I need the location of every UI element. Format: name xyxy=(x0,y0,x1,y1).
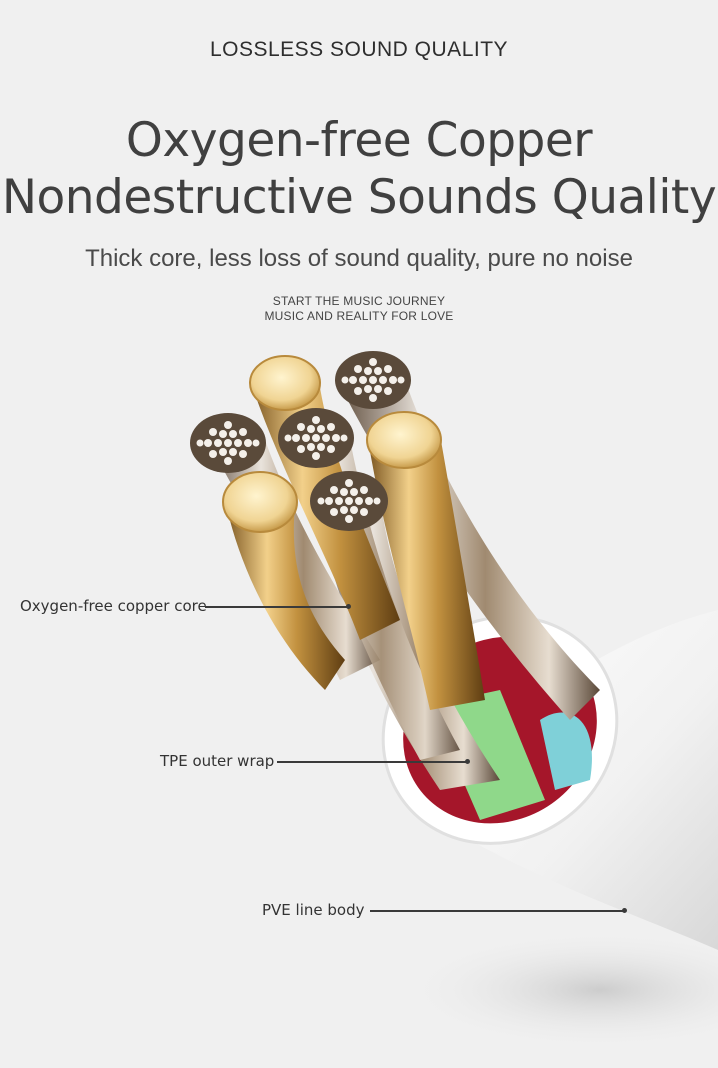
copper-cap-top xyxy=(249,355,321,411)
callout-tpe-dot xyxy=(465,759,470,764)
copper-cap-left xyxy=(222,471,298,533)
strand-face-1 xyxy=(190,413,266,473)
headline-line-1: Oxygen-free Copper xyxy=(125,113,593,168)
callout-copper-core-dot xyxy=(346,604,351,609)
tagline: START THE MUSIC JOURNEY MUSIC AND REALIT… xyxy=(0,294,718,324)
callout-pve-label: PVE line body xyxy=(262,901,365,919)
strand-face-4 xyxy=(310,471,388,531)
callout-pve-dot xyxy=(622,908,627,913)
tpe-cyan-insulation xyxy=(540,712,592,790)
callout-tpe-label: TPE outer wrap xyxy=(160,752,275,770)
headline: Oxygen-free Copper Nondestructive Sounds… xyxy=(0,112,718,226)
callout-pve-line xyxy=(370,910,624,912)
callout-tpe-line xyxy=(277,761,467,763)
eyebrow-text: LOSSLESS SOUND QUALITY xyxy=(209,38,509,61)
strand-face-2 xyxy=(278,408,354,468)
copper-cap-front xyxy=(366,411,442,469)
tagline-line-1: START THE MUSIC JOURNEY xyxy=(272,294,446,308)
cable-shadow xyxy=(400,930,718,1050)
callout-copper-core-label: Oxygen-free copper core xyxy=(20,597,207,615)
subheadline: Thick core, less loss of sound quality, … xyxy=(85,245,633,272)
copper-conductor-front xyxy=(368,435,485,710)
tagline-line-2: MUSIC AND REALITY FOR LOVE xyxy=(264,309,454,323)
copper-conductor-left xyxy=(225,500,345,690)
headline-line-2: Nondestructive Sounds Quality xyxy=(1,170,717,225)
strand-face-3 xyxy=(335,351,411,409)
callout-copper-core-line xyxy=(205,606,348,608)
